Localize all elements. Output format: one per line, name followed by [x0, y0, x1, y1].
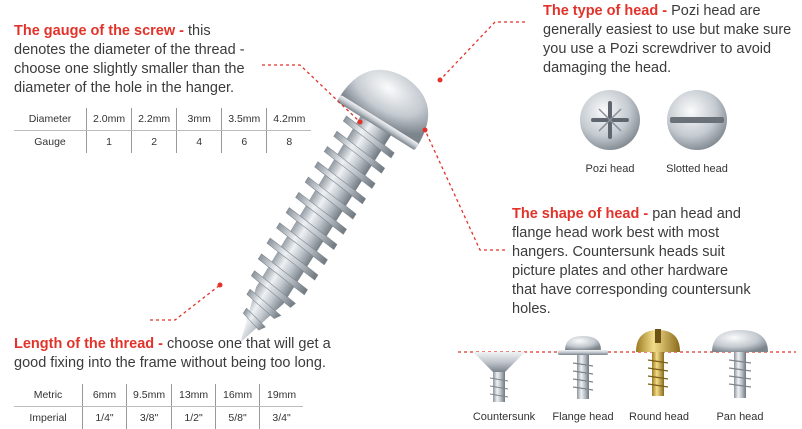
head-type-heading: The type of head - [543, 3, 672, 19]
thread-length-table: Metric 6mm 9.5mm 13mm 16mm 19mm Imperial… [14, 384, 304, 429]
leader-gauge [262, 64, 361, 123]
head-type-description: The type of head - Pozi head are general… [543, 2, 793, 78]
head-shape-text: pan head and flange head work best with … [512, 206, 751, 317]
head-shape-heading: The shape of head - [512, 206, 653, 222]
slotted-head-image [667, 90, 727, 150]
thread-table-cell: 9.5mm [125, 384, 172, 407]
thread-table-cell: 3/8" [125, 406, 172, 429]
head-shape-description: The shape of head - pan head and flange … [512, 205, 752, 319]
gauge-table-cell: 3mm [176, 108, 222, 131]
pan-head-screw-image [712, 330, 768, 398]
main-screw-image [240, 69, 429, 343]
flange-head-caption: Flange head [552, 411, 614, 423]
leader-thread-length [150, 284, 221, 321]
thread-table-cell: 6mm [82, 384, 127, 407]
round-head-screw-image [636, 329, 680, 396]
countersunk-caption: Countersunk [472, 411, 536, 423]
thread-length-text: choose one that will get a good fixing i… [14, 336, 331, 371]
gauge-table-row-label: Diameter [14, 108, 87, 131]
slotted-head-caption: Slotted head [666, 163, 728, 175]
thread-table-cell: 1/2" [171, 406, 216, 429]
thread-table-cell: 19mm [259, 384, 304, 407]
leader-head-shape [424, 129, 505, 251]
gauge-table-cell: 6 [221, 130, 267, 153]
pan-head-caption: Pan head [716, 411, 764, 423]
gauge-table-cell: 3.5mm [221, 108, 267, 131]
gauge-table-cell: 4 [176, 130, 222, 153]
pozi-head-caption: Pozi head [585, 163, 635, 175]
gauge-table-cell: 4.2mm [266, 108, 312, 131]
thread-table-cell: 3/4" [259, 406, 304, 429]
leader-head-type [439, 21, 525, 81]
gauge-table-row-label: Gauge [34, 136, 66, 148]
flange-head-screw-image [558, 336, 608, 399]
gauge-table-cell: 8 [266, 130, 312, 153]
thread-table-cell: 16mm [215, 384, 260, 407]
thread-table-row-label: Metric [14, 384, 83, 407]
thread-length-heading: Length of the thread - [14, 336, 168, 352]
gauge-description: The gauge of the screw - this denotes th… [14, 22, 264, 98]
pozi-head-image [580, 90, 640, 150]
round-head-caption: Round head [629, 411, 689, 423]
thread-table-row-label: Imperial [29, 412, 67, 424]
gauge-table-cell: 2.0mm [85, 108, 132, 131]
thread-length-description: Length of the thread - choose one that w… [14, 335, 359, 373]
gauge-heading: The gauge of the screw - [14, 23, 189, 39]
gauge-table: Diameter 2.0mm 2.2mm 3mm 3.5mm 4.2mm Gau… [14, 108, 312, 153]
thread-table-cell: 1/4" [82, 406, 127, 429]
gauge-text: this denotes the diameter of the thread … [14, 23, 245, 96]
countersunk-screw-image [473, 352, 525, 402]
gauge-table-cell: 1 [85, 130, 132, 153]
gauge-table-cell: 2 [131, 130, 177, 153]
thread-table-cell: 5/8" [215, 406, 260, 429]
gauge-table-cell: 2.2mm [131, 108, 177, 131]
head-type-text: Pozi head are generally easiest to use b… [543, 3, 792, 76]
thread-table-cell: 13mm [171, 384, 216, 407]
